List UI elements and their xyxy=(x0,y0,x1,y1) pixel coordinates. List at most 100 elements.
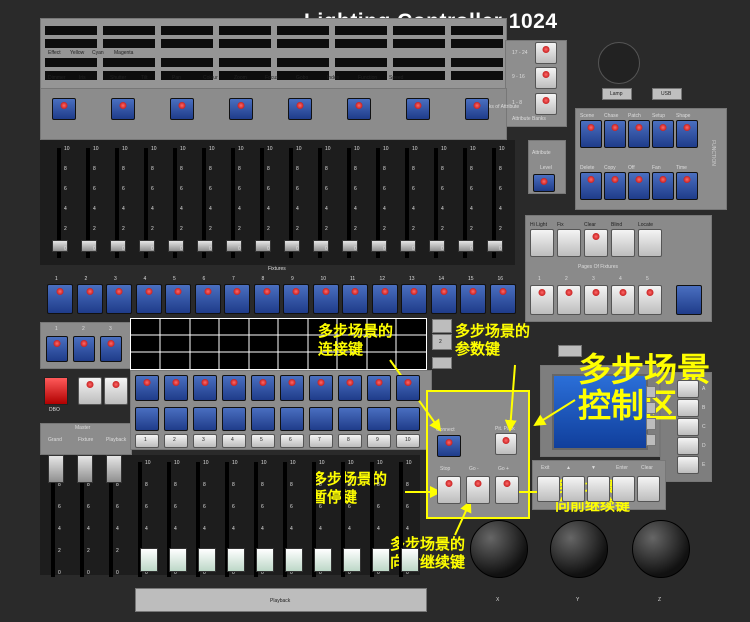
grid-page-box-1[interactable]: 2 xyxy=(432,334,452,350)
menu-button[interactable] xyxy=(612,476,635,502)
bank-range-button-1[interactable] xyxy=(535,42,557,64)
fixture-select-button[interactable] xyxy=(253,284,280,314)
page-select-button[interactable] xyxy=(557,285,581,315)
fixture-fader-knob[interactable] xyxy=(168,240,184,252)
page-button[interactable] xyxy=(611,229,635,257)
fixture-select-button[interactable] xyxy=(460,284,486,314)
playback-fader-knob[interactable] xyxy=(256,548,274,572)
playback-fader-knob[interactable] xyxy=(198,548,216,572)
playback-flash-button[interactable] xyxy=(396,407,420,431)
fixture-select-button[interactable] xyxy=(194,284,221,314)
master-fader-knob[interactable] xyxy=(106,455,122,483)
bank-range-button-2[interactable] xyxy=(535,67,557,89)
side-key-button[interactable] xyxy=(677,437,699,455)
left-small-button[interactable] xyxy=(46,336,68,362)
dbo-button[interactable] xyxy=(44,377,68,405)
function-button[interactable] xyxy=(652,120,674,148)
fixture-select-button[interactable] xyxy=(165,284,191,314)
fixture-fader-knob[interactable] xyxy=(255,240,271,252)
playback-select-button[interactable] xyxy=(164,375,188,401)
fixture-fader-knob[interactable] xyxy=(226,240,242,252)
playback-number-button[interactable] xyxy=(309,434,333,448)
page-select-button[interactable] xyxy=(530,285,554,315)
function-button[interactable] xyxy=(652,172,674,200)
screen-soft-key[interactable] xyxy=(646,402,656,414)
playback-select-button[interactable] xyxy=(280,375,304,401)
playback-flash-button[interactable] xyxy=(164,407,188,431)
fixture-select-button[interactable] xyxy=(342,284,368,314)
page-button[interactable] xyxy=(638,229,662,257)
fixture-fader-knob[interactable] xyxy=(458,240,474,252)
playback-flash-button[interactable] xyxy=(251,407,275,431)
attribute-bank-button[interactable] xyxy=(170,98,194,120)
playback-flash-button[interactable] xyxy=(367,407,391,431)
playback-select-button[interactable] xyxy=(193,375,217,401)
lamp-button[interactable]: Lamp xyxy=(602,88,632,100)
attribute-level-button[interactable] xyxy=(533,174,555,192)
master-fader-knob[interactable] xyxy=(48,455,64,483)
fixture-fader-knob[interactable] xyxy=(52,240,68,252)
encoder-knob-y[interactable] xyxy=(550,520,608,578)
playback-flash-button[interactable] xyxy=(135,407,159,431)
playback-fader-knob[interactable] xyxy=(227,548,245,572)
fixture-select-button[interactable] xyxy=(106,284,132,314)
playback-number-button[interactable] xyxy=(193,434,217,448)
fixture-select-button[interactable] xyxy=(47,284,73,314)
playback-number-button[interactable] xyxy=(367,434,391,448)
page-select-button[interactable] xyxy=(584,285,608,315)
master-fader-knob[interactable] xyxy=(77,455,93,483)
attribute-bank-button[interactable] xyxy=(111,98,135,120)
fixture-fader-knob[interactable] xyxy=(110,240,126,252)
menu-button[interactable] xyxy=(637,476,660,502)
playback-fader-knob[interactable] xyxy=(401,548,419,572)
fixture-fader-knob[interactable] xyxy=(429,240,445,252)
fixture-select-button[interactable] xyxy=(401,284,427,314)
playback-flash-button[interactable] xyxy=(222,407,246,431)
playback-flash-button[interactable] xyxy=(280,407,304,431)
fixture-select-button[interactable] xyxy=(371,284,398,314)
playback-fader-knob[interactable] xyxy=(314,548,332,572)
playback-select-button[interactable] xyxy=(222,375,246,401)
fixture-fader-knob[interactable] xyxy=(197,240,213,252)
playback-select-button[interactable] xyxy=(251,375,275,401)
pit-pack-button[interactable] xyxy=(495,433,517,455)
master-flash-button-2[interactable] xyxy=(104,377,128,405)
playback-number-button[interactable] xyxy=(396,434,420,448)
playback-number-button[interactable] xyxy=(222,434,246,448)
playback-select-button[interactable] xyxy=(309,375,333,401)
playback-number-button[interactable] xyxy=(135,434,159,448)
encoder-knob-z[interactable] xyxy=(632,520,690,578)
usb-button[interactable]: USB xyxy=(652,88,682,100)
fixture-fader-knob[interactable] xyxy=(313,240,329,252)
left-small-button[interactable] xyxy=(100,336,122,362)
fixture-select-button[interactable] xyxy=(489,284,516,314)
screen-toggle-button[interactable] xyxy=(558,345,582,357)
attribute-bank-button[interactable] xyxy=(406,98,430,120)
page-shift-button[interactable] xyxy=(676,285,702,315)
function-button[interactable] xyxy=(604,120,626,148)
playback-flash-button[interactable] xyxy=(193,407,217,431)
step-button[interactable] xyxy=(495,476,519,504)
screen-soft-key[interactable] xyxy=(646,434,656,446)
fixture-fader-knob[interactable] xyxy=(342,240,358,252)
fixture-select-button[interactable] xyxy=(283,284,309,314)
fixture-fader-knob[interactable] xyxy=(371,240,387,252)
page-button[interactable] xyxy=(557,229,581,257)
master-flash-button-1[interactable] xyxy=(78,377,102,405)
playback-fader-knob[interactable] xyxy=(372,548,390,572)
page-button[interactable] xyxy=(530,229,554,257)
page-select-button[interactable] xyxy=(611,285,635,315)
playback-number-button[interactable] xyxy=(164,434,188,448)
function-button[interactable] xyxy=(628,120,650,148)
attribute-bank-button[interactable] xyxy=(288,98,312,120)
side-key-button[interactable] xyxy=(677,418,699,436)
fixture-select-button[interactable] xyxy=(76,284,103,314)
screen-soft-key[interactable] xyxy=(646,418,656,430)
fixture-fader-knob[interactable] xyxy=(81,240,97,252)
fixture-fader-knob[interactable] xyxy=(139,240,155,252)
side-key-button[interactable] xyxy=(677,380,699,398)
fixture-fader-knob[interactable] xyxy=(284,240,300,252)
function-button[interactable] xyxy=(580,120,602,148)
playback-number-button[interactable] xyxy=(280,434,304,448)
menu-button[interactable] xyxy=(587,476,610,502)
